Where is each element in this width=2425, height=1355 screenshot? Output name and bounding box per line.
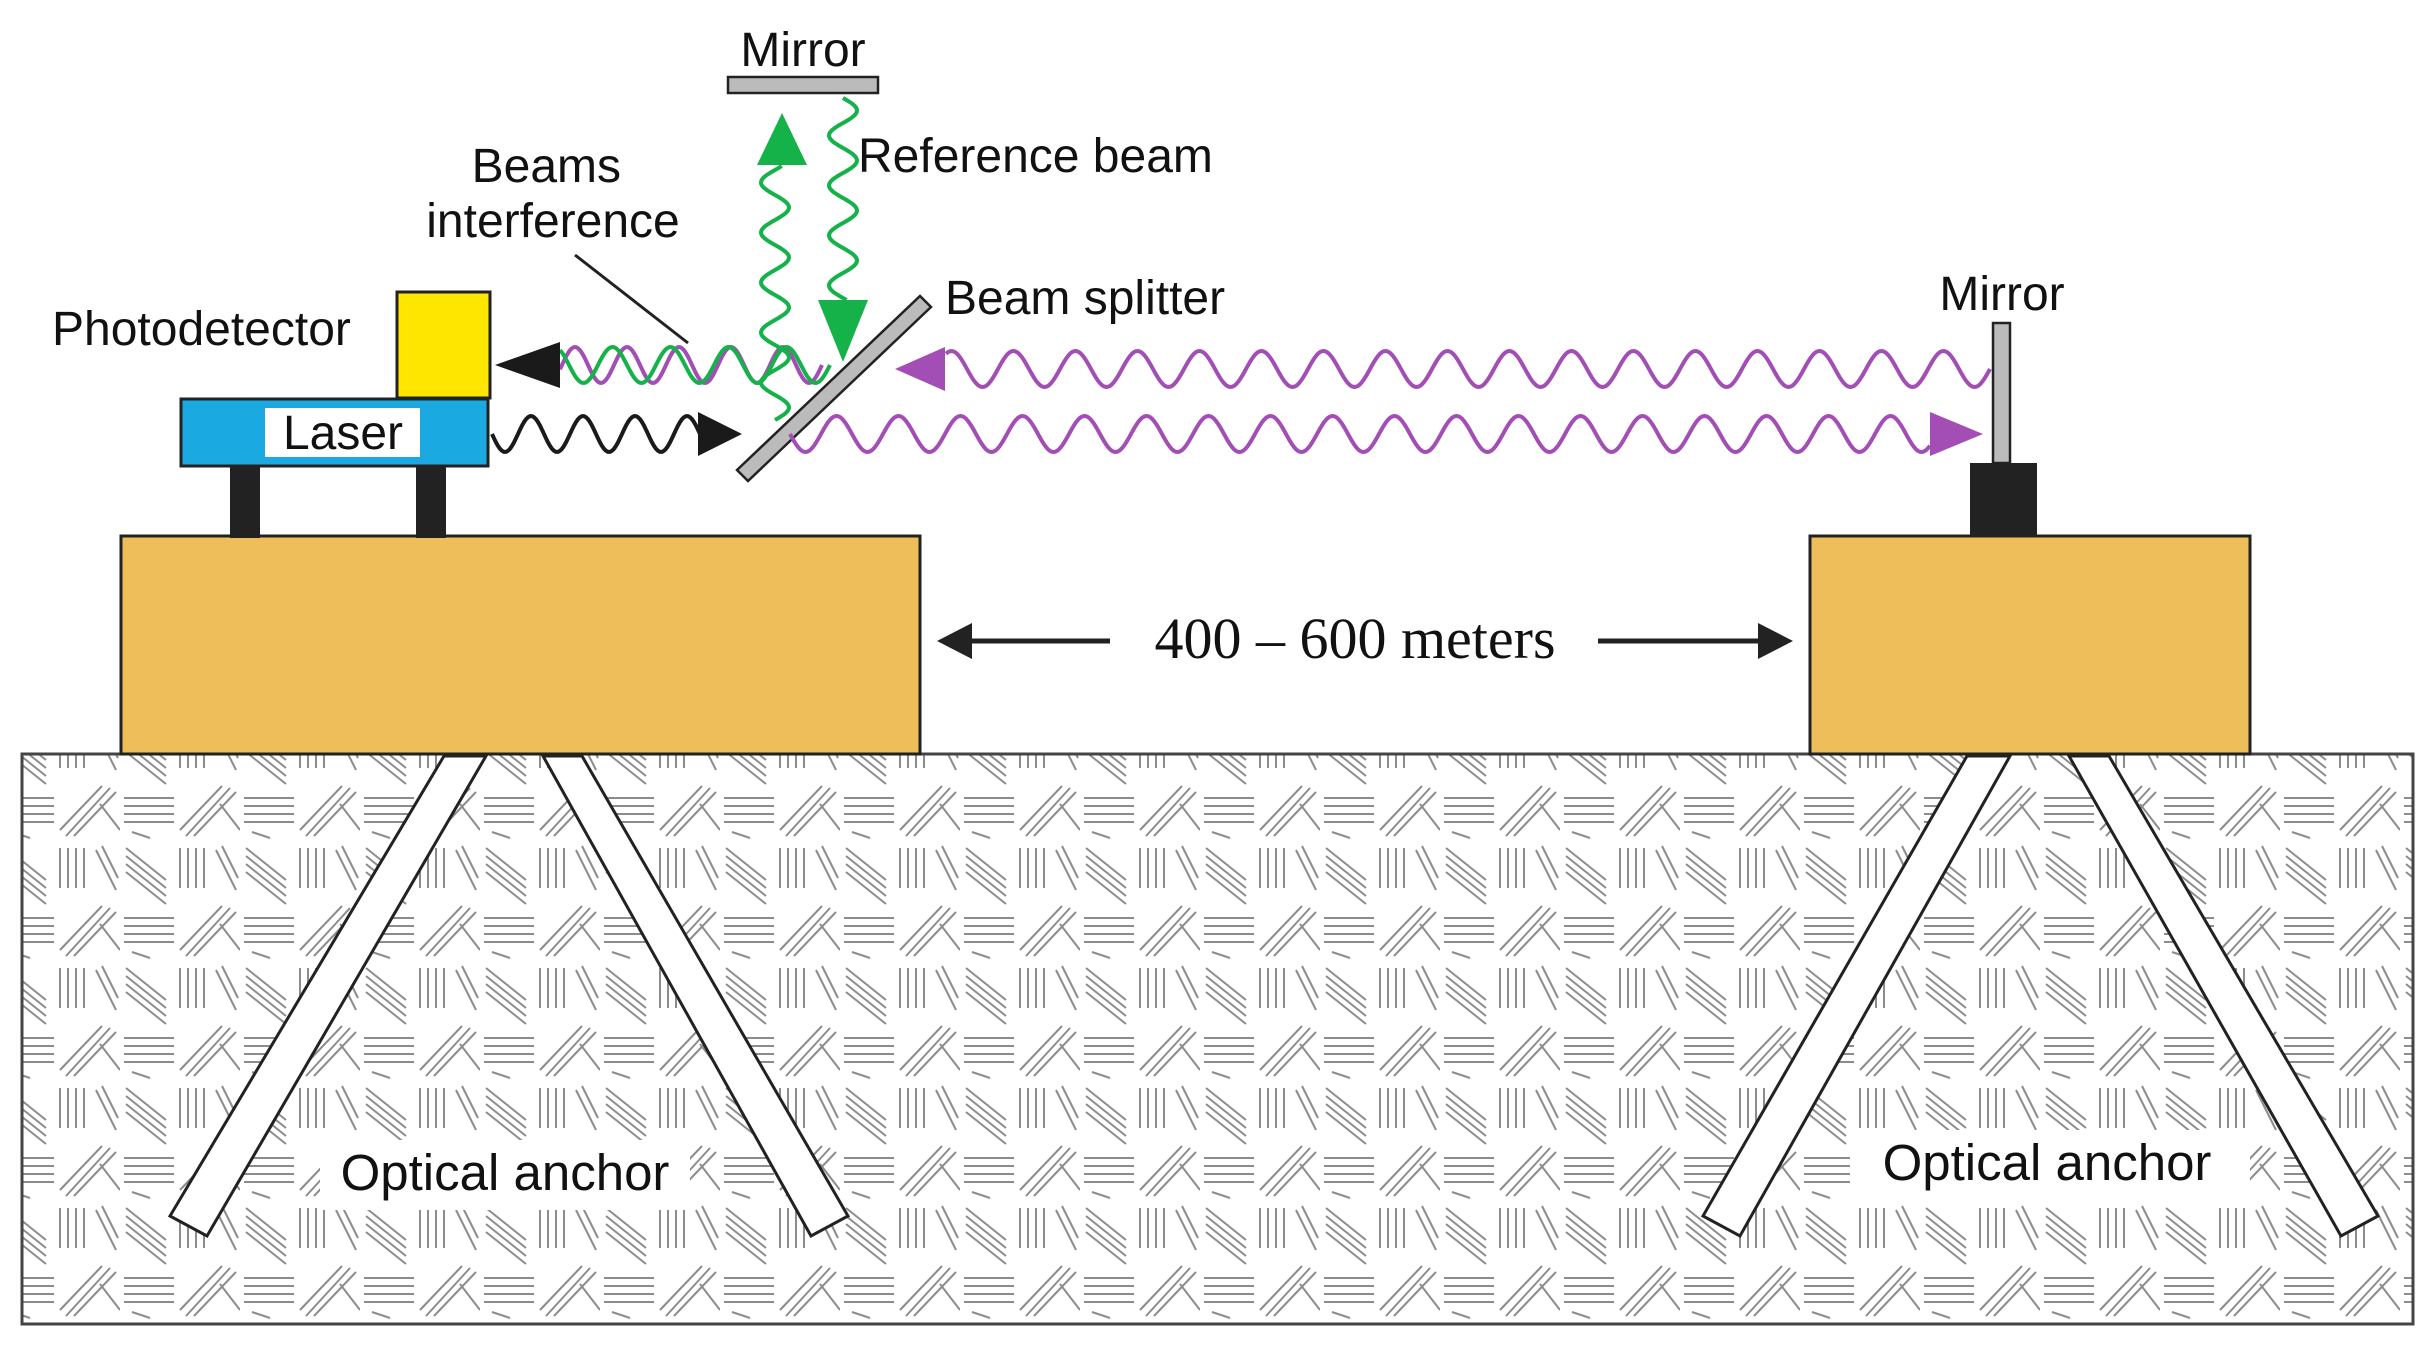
ground <box>20 752 2415 1326</box>
right-mirror <box>1991 321 2012 465</box>
laser-leg-left <box>230 466 260 538</box>
photodetector-arrowhead <box>495 342 560 388</box>
left-anchor-post-2 <box>540 754 851 1239</box>
anchor-right-label: Optical anchor <box>1883 1134 2212 1191</box>
reference-beam-down-arrowhead <box>818 300 868 362</box>
left-anchor-posts <box>167 754 851 1239</box>
measurement-beam-return-arrowhead <box>895 347 945 391</box>
reference-beam-up-arrowhead <box>757 113 807 165</box>
top-mirror <box>726 75 880 95</box>
reference-beam-up <box>758 164 792 422</box>
reference-beam-label: Reference beam <box>858 130 1213 183</box>
top-mirror-label: Mirror <box>740 24 865 77</box>
beams <box>490 96 1992 456</box>
beams-interference-line-2: interference <box>426 195 679 248</box>
left-platform <box>119 534 922 756</box>
right-anchor-post-1 <box>1700 754 2013 1239</box>
beams-interference-label: Beams interference <box>426 140 679 248</box>
reference-beam-down <box>826 96 860 302</box>
right-anchor-posts <box>1700 754 2381 1239</box>
beam-splitter <box>735 294 933 483</box>
right-anchor-post-2 <box>2066 754 2381 1239</box>
right-platform <box>1808 534 2252 756</box>
right-mirror-label: Mirror <box>1939 268 2064 321</box>
photodetector <box>395 290 492 400</box>
laser-label: Laser <box>283 407 403 460</box>
laser-beam-arrowhead <box>698 412 742 456</box>
anchor-left-label: Optical anchor <box>341 1144 670 1201</box>
laser-leg-right <box>416 466 446 538</box>
laser-beam <box>490 414 702 454</box>
right-mirror-mount <box>1970 463 2037 536</box>
anchor-right-label-bg <box>1850 1130 2250 1200</box>
measurement-beam-outgoing <box>788 413 1932 455</box>
beam-splitter-label: Beam splitter <box>945 272 1225 325</box>
interference-beam-green <box>558 344 832 386</box>
beams-interference-line-1: Beams <box>472 140 621 193</box>
measurement-beam-outgoing-arrowhead <box>1930 412 1983 456</box>
distance-label: 400 – 600 meters <box>1154 606 1555 671</box>
laser-label-bg <box>265 408 420 457</box>
anchor-left-label-bg <box>320 1140 690 1210</box>
photodetector-label: Photodetector <box>52 303 351 356</box>
distance-arrow <box>937 623 1793 659</box>
left-anchor-post-1 <box>167 754 489 1239</box>
measurement-beam-return <box>944 348 1992 390</box>
interference-pointer <box>574 253 689 345</box>
interference-beam-purple <box>558 345 824 385</box>
